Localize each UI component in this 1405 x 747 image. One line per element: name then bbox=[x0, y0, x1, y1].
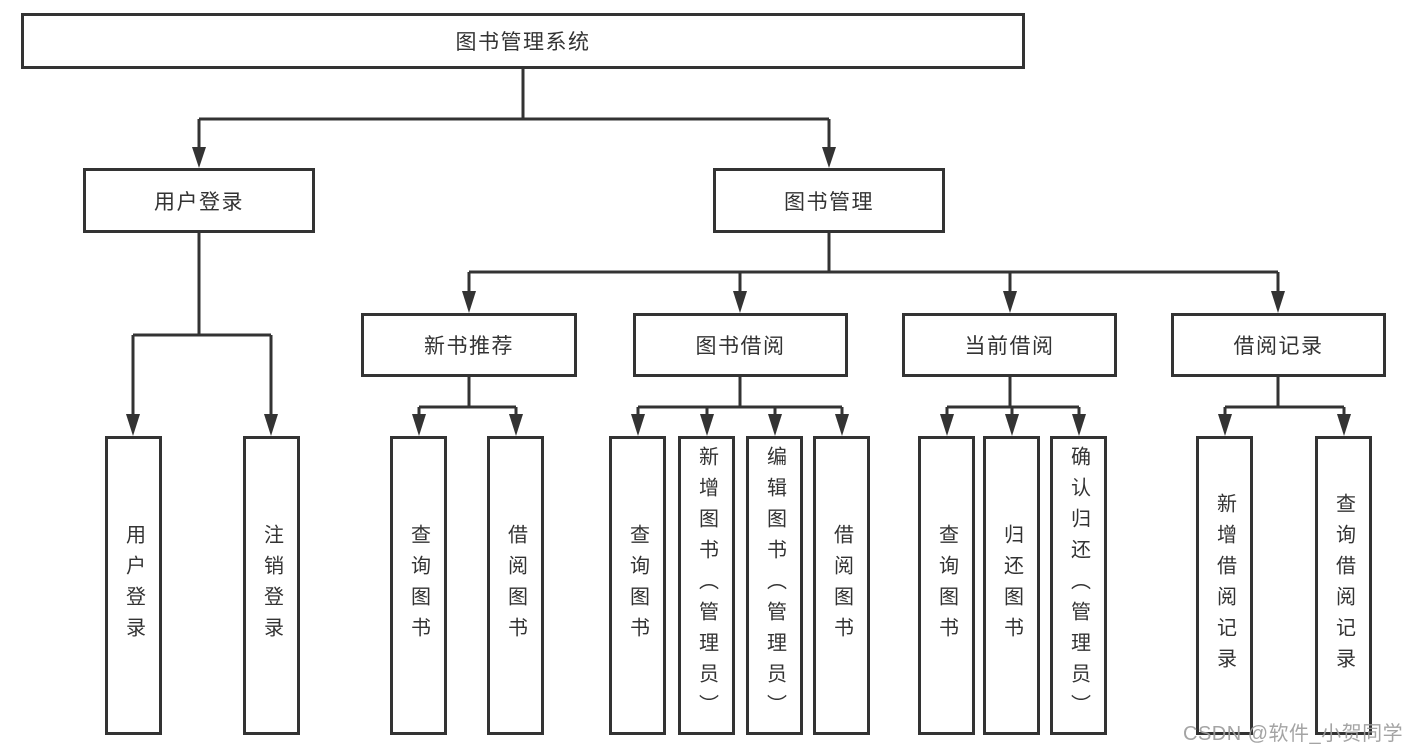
node-label: 新增图书（管理员） bbox=[695, 446, 718, 725]
leaf-query-books-current: 查询图书 bbox=[918, 436, 975, 735]
node-label: 借阅图书 bbox=[504, 523, 527, 648]
node-label: 图书管理系统 bbox=[455, 31, 591, 54]
leaf-add-borrow-record: 新增借阅记录 bbox=[1196, 436, 1253, 735]
node-label: 编辑图书（管理员） bbox=[763, 446, 786, 725]
leaf-query-borrow-record: 查询借阅记录 bbox=[1315, 436, 1372, 735]
node-new-book-recommend: 新书推荐 bbox=[361, 313, 577, 377]
node-label: 当前借阅 bbox=[964, 335, 1055, 358]
node-borrow-records: 借阅记录 bbox=[1171, 313, 1386, 377]
node-label: 确认归还（管理员） bbox=[1067, 446, 1090, 725]
leaf-query-books-recommend: 查询图书 bbox=[390, 436, 447, 735]
node-user-login: 用户登录 bbox=[83, 168, 315, 233]
node-label: 查询图书 bbox=[407, 523, 430, 648]
leaf-return-books: 归还图书 bbox=[983, 436, 1040, 735]
leaf-user-login: 用户登录 bbox=[105, 436, 162, 735]
node-current-borrow: 当前借阅 bbox=[902, 313, 1117, 377]
node-label: 归还图书 bbox=[1000, 523, 1023, 648]
node-root: 图书管理系统 bbox=[21, 13, 1025, 69]
leaf-borrow-books-recommend: 借阅图书 bbox=[487, 436, 544, 735]
csdn-watermark: CSDN @软件_小贺同学 bbox=[1183, 723, 1404, 745]
leaf-logout: 注销登录 bbox=[243, 436, 300, 735]
node-label: 新书推荐 bbox=[424, 335, 514, 358]
node-label: 用户登录 bbox=[122, 523, 145, 648]
leaf-confirm-return-admin: 确认归还（管理员） bbox=[1050, 436, 1107, 735]
node-label: 图书借阅 bbox=[695, 335, 786, 358]
node-label: 查询借阅记录 bbox=[1332, 492, 1355, 679]
node-book-borrow: 图书借阅 bbox=[633, 313, 848, 377]
node-label: 查询图书 bbox=[626, 523, 649, 648]
node-label: 图书管理 bbox=[784, 190, 874, 214]
node-book-management: 图书管理 bbox=[713, 168, 945, 233]
node-label: 用户登录 bbox=[154, 190, 244, 214]
node-label: 注销登录 bbox=[260, 523, 283, 648]
leaf-query-books-borrow: 查询图书 bbox=[609, 436, 666, 735]
leaf-add-book-admin: 新增图书（管理员） bbox=[678, 436, 735, 735]
node-label: 借阅图书 bbox=[830, 523, 853, 648]
leaf-borrow-books: 借阅图书 bbox=[813, 436, 870, 735]
node-label: 查询图书 bbox=[935, 523, 958, 648]
leaf-edit-book-admin: 编辑图书（管理员） bbox=[746, 436, 803, 735]
node-label: 借阅记录 bbox=[1233, 335, 1324, 358]
node-label: 新增借阅记录 bbox=[1213, 492, 1236, 679]
